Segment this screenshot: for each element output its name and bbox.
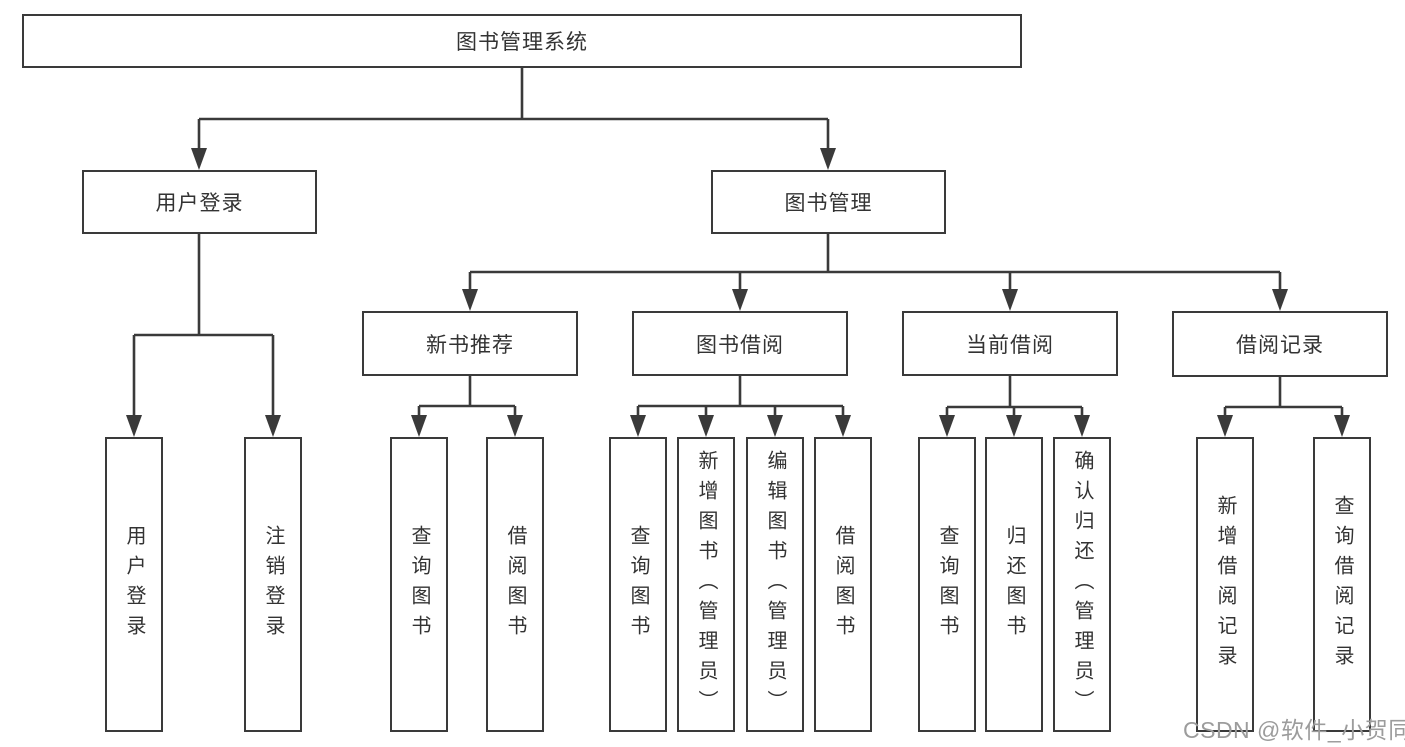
leaf-add-books-admin: 新增图书（管理员） bbox=[677, 437, 735, 732]
node-current-borrowing: 当前借阅 bbox=[902, 311, 1118, 376]
leaf-borrow-books-2-label: 借阅图书 bbox=[832, 524, 854, 645]
leaf-borrow-books-2: 借阅图书 bbox=[814, 437, 872, 732]
leaf-query-books-2-label: 查询图书 bbox=[627, 524, 649, 645]
arrowheads bbox=[126, 148, 1350, 437]
leaf-borrow-books-1-label: 借阅图书 bbox=[504, 524, 526, 645]
node-current-borrowing-label: 当前借阅 bbox=[966, 333, 1054, 357]
leaf-edit-books-admin-label: 编辑图书（管理员） bbox=[764, 449, 786, 720]
leaf-query-books-3-label: 查询图书 bbox=[936, 524, 958, 645]
node-borrow-records-label: 借阅记录 bbox=[1236, 334, 1324, 357]
node-root-label: 图书管理系统 bbox=[456, 31, 588, 54]
leaf-add-borrow-record: 新增借阅记录 bbox=[1196, 437, 1254, 732]
leaf-query-books-3: 查询图书 bbox=[918, 437, 976, 732]
leaf-add-borrow-record-label: 新增借阅记录 bbox=[1214, 494, 1236, 675]
leaf-user-login-label: 用户登录 bbox=[123, 524, 145, 645]
node-user-login: 用户登录 bbox=[82, 170, 317, 234]
csdn-watermark-text: CSDN @软件_小贺同 bbox=[1183, 717, 1405, 743]
node-book-borrowing: 图书借阅 bbox=[632, 311, 848, 376]
leaf-logout: 注销登录 bbox=[244, 437, 302, 732]
leaf-query-books-2: 查询图书 bbox=[609, 437, 667, 732]
node-borrow-records: 借阅记录 bbox=[1172, 311, 1388, 377]
leaf-query-books-1-label: 查询图书 bbox=[408, 524, 430, 645]
leaf-return-books-label: 归还图书 bbox=[1003, 524, 1025, 645]
csdn-watermark: CSDN @软件_小贺同学 bbox=[1183, 711, 1405, 745]
node-book-management: 图书管理 bbox=[711, 170, 946, 234]
node-book-borrowing-label: 图书借阅 bbox=[696, 333, 784, 357]
leaf-query-borrow-record-label: 查询借阅记录 bbox=[1331, 494, 1353, 675]
leaf-borrow-books-1: 借阅图书 bbox=[486, 437, 544, 732]
leaf-user-login: 用户登录 bbox=[105, 437, 163, 732]
leaf-query-books-1: 查询图书 bbox=[390, 437, 448, 732]
leaf-edit-books-admin: 编辑图书（管理员） bbox=[746, 437, 804, 732]
node-user-login-label: 用户登录 bbox=[155, 192, 244, 215]
node-new-book-recommend-label: 新书推荐 bbox=[426, 333, 514, 357]
leaf-return-books: 归还图书 bbox=[985, 437, 1043, 732]
leaf-add-books-admin-label: 新增图书（管理员） bbox=[695, 449, 717, 720]
node-new-book-recommend: 新书推荐 bbox=[362, 311, 578, 376]
leaf-query-borrow-record: 查询借阅记录 bbox=[1313, 437, 1371, 732]
node-book-management-label: 图书管理 bbox=[784, 192, 873, 215]
node-root-system: 图书管理系统 bbox=[22, 14, 1022, 68]
leaf-confirm-return-admin: 确认归还（管理员） bbox=[1053, 437, 1111, 732]
leaf-logout-label: 注销登录 bbox=[262, 524, 284, 645]
leaf-confirm-return-admin-label: 确认归还（管理员） bbox=[1071, 449, 1093, 720]
